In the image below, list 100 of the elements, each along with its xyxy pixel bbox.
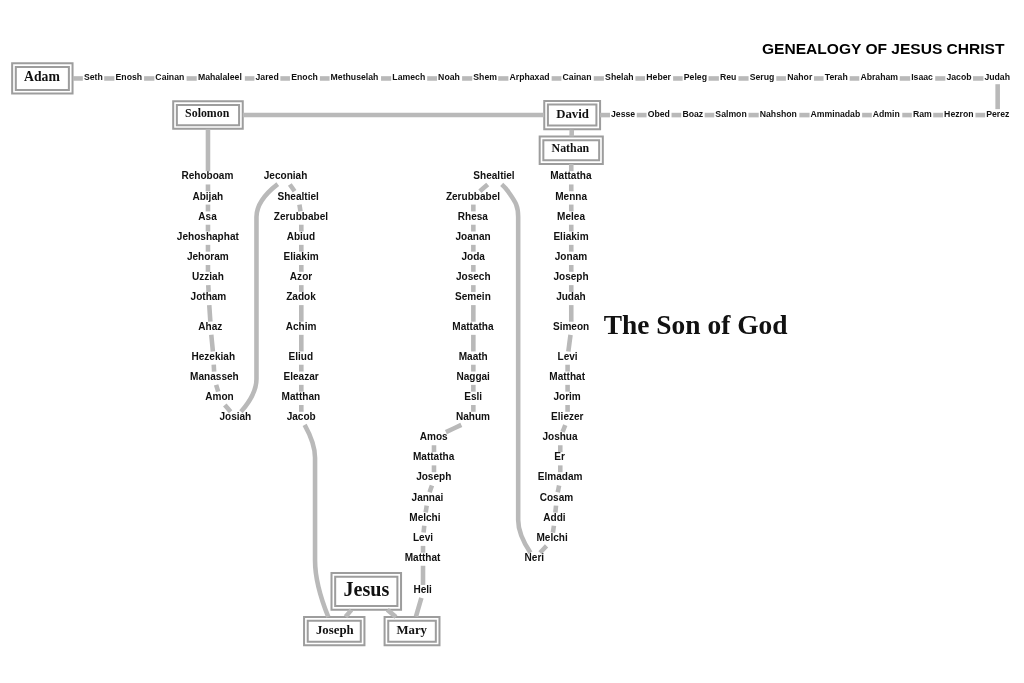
connector (500, 182, 533, 554)
node-text: Esli (464, 390, 483, 402)
node-text: Judah (984, 71, 1010, 82)
node-text: Melchi (536, 531, 568, 543)
connector (471, 384, 476, 392)
connector (555, 484, 562, 493)
node-text: Nahor (787, 71, 813, 82)
connector (565, 404, 570, 412)
node-text: Jesse (611, 108, 636, 119)
node-text: Simeon (552, 320, 590, 332)
connector (423, 504, 429, 513)
connector (498, 75, 509, 81)
node-text: Shealtiel (473, 169, 515, 181)
connector (799, 112, 810, 117)
node-text: Heber (646, 71, 671, 82)
node-text: Abiud (286, 230, 316, 242)
connector (444, 422, 463, 434)
connector (471, 334, 476, 351)
connector (568, 183, 574, 191)
node-text: Amon (205, 390, 234, 402)
connector (568, 284, 574, 292)
connector (299, 304, 304, 322)
node-text: Ram (913, 108, 932, 119)
connector (538, 543, 549, 554)
connector (244, 75, 255, 81)
node-text: Salmon (715, 108, 747, 119)
connector (565, 364, 570, 372)
node-text: Josiah (219, 410, 252, 422)
node-text: Zadok (286, 290, 316, 302)
connector (205, 244, 211, 252)
node-text: Jacob (286, 410, 316, 422)
node-text: Nahum (455, 410, 491, 422)
node-text: Er (554, 450, 565, 462)
connector (899, 75, 911, 81)
node-text: Levi (412, 531, 434, 543)
connector (427, 75, 437, 81)
connector (471, 284, 476, 292)
node-text: Enosh (115, 71, 143, 82)
node-text: Serug (749, 71, 775, 82)
node-text: Josech (455, 270, 491, 282)
connector (381, 75, 392, 81)
connector (814, 75, 824, 81)
node-text: Shem (473, 71, 498, 82)
connector (209, 334, 216, 352)
connector (471, 364, 476, 372)
node-text: Eliezer (551, 410, 584, 422)
node-text: Manasseh (190, 370, 239, 382)
connector (385, 607, 398, 619)
node-text: Levi (557, 350, 578, 362)
node-text: Admin (872, 108, 900, 119)
connector (935, 75, 946, 81)
node-text: Joanan (455, 230, 491, 242)
connector (206, 304, 213, 322)
node-text: Zerubbabel (445, 190, 501, 202)
node-text: Seth (83, 71, 103, 82)
connector (471, 404, 476, 412)
node-text: Jeconiah (263, 169, 308, 181)
connector (299, 284, 304, 292)
connector (849, 75, 860, 81)
connector (280, 75, 290, 81)
connector (973, 75, 984, 81)
connector (299, 264, 304, 272)
node-text: Obed (647, 108, 670, 119)
connector (239, 181, 280, 413)
connector (566, 334, 573, 352)
connector (297, 203, 303, 212)
node-text: Maath (458, 350, 488, 362)
node-text: Eliud (288, 350, 314, 362)
connector (748, 112, 759, 117)
connector (568, 163, 574, 171)
connector (558, 444, 563, 452)
connector (205, 224, 211, 232)
node-text: Joda (461, 250, 485, 262)
connector (565, 384, 570, 392)
node-text: Jared (255, 71, 279, 82)
connector (299, 224, 304, 232)
node-text: Melea (557, 210, 585, 222)
node-text: Matthat (549, 370, 586, 382)
connector (206, 284, 211, 292)
node-text: Methuselah (330, 71, 379, 82)
connector (319, 75, 330, 81)
node-text: Cainan (155, 71, 185, 82)
connector (569, 129, 575, 137)
connector (635, 75, 646, 81)
connector (593, 75, 604, 81)
connector (223, 403, 233, 413)
node-text: Peleg (683, 71, 707, 82)
node-text: Amminadab (810, 108, 861, 119)
connector (427, 484, 435, 493)
node-text: Arphaxad (509, 71, 550, 82)
node-text: Isaac (911, 71, 933, 82)
connector (568, 224, 574, 232)
connector (558, 464, 563, 472)
node-text: Melchi (409, 511, 441, 523)
connector (420, 565, 426, 585)
node-text: Heli (413, 583, 432, 595)
node-text: Matthan (281, 390, 321, 402)
node-text: Nahshon (759, 108, 797, 119)
node-text: Joseph (553, 270, 589, 282)
node-text: Amos (419, 430, 448, 442)
